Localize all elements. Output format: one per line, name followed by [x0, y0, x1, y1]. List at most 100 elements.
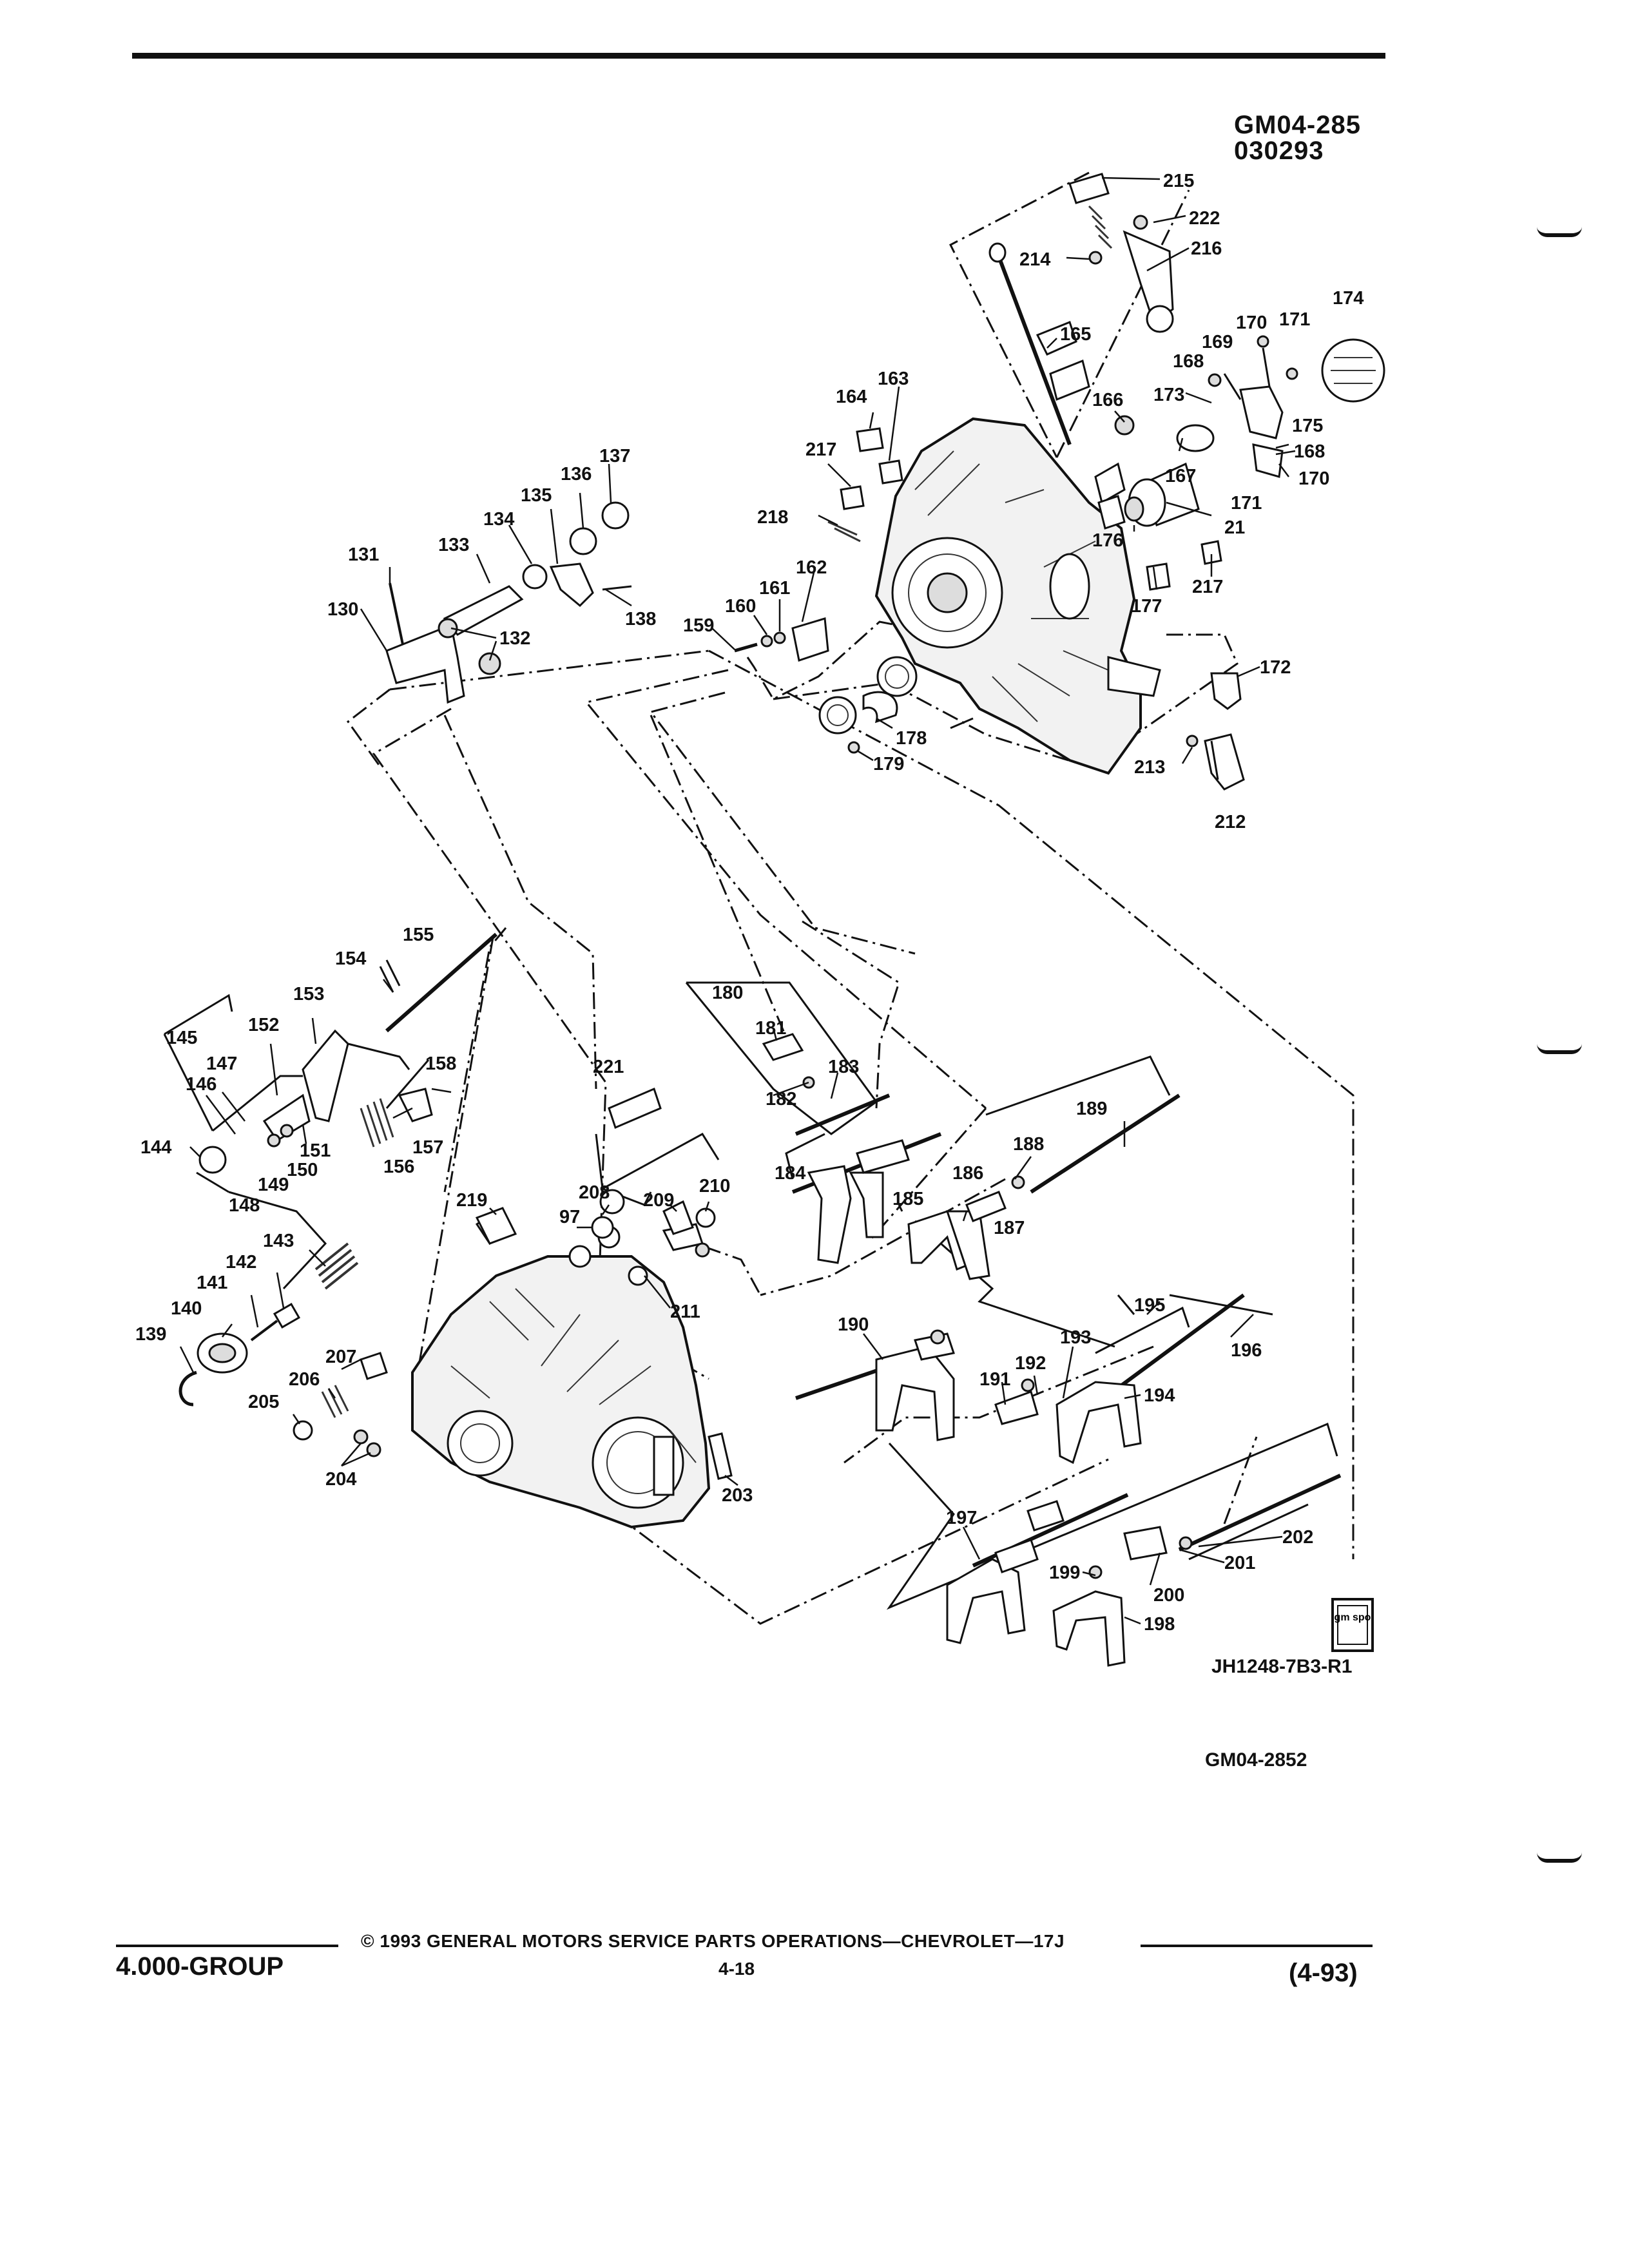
callout-173: 173	[1153, 385, 1184, 405]
detent-spring-group	[178, 1242, 359, 1407]
shift-fork-197	[946, 1493, 1129, 1644]
callout-134: 134	[483, 509, 514, 530]
callout-213: 213	[1134, 757, 1165, 778]
callout-202: 202	[1282, 1527, 1313, 1548]
callout-158: 158	[425, 1053, 456, 1074]
gear-178	[818, 656, 918, 754]
figure-reference: JH1248-7B3-R1	[1211, 1656, 1353, 1677]
footer-rule-right	[1141, 1945, 1373, 1947]
callout-165: 165	[1060, 324, 1091, 345]
callout-199: 199	[1049, 1562, 1080, 1583]
shift-fork-198	[1052, 1474, 1342, 1667]
callout-152: 152	[248, 1015, 279, 1035]
callout-180: 180	[712, 983, 743, 1003]
upper-shift-shaft	[988, 173, 1174, 446]
date-code: 030293	[1234, 137, 1324, 165]
callout-190: 190	[838, 1314, 869, 1335]
bracket-159-162	[734, 617, 829, 662]
callout-168b: 168	[1294, 441, 1325, 462]
callout-205: 205	[248, 1392, 279, 1412]
callout-166: 166	[1092, 390, 1123, 410]
callout-186: 186	[952, 1163, 983, 1184]
callout-156: 156	[383, 1157, 414, 1177]
callout-148: 148	[229, 1195, 260, 1216]
callout-146: 146	[186, 1074, 217, 1095]
callout-192: 192	[1015, 1353, 1046, 1374]
callout-178: 178	[896, 728, 927, 749]
selector-linkage	[198, 932, 497, 1174]
callout-139: 139	[135, 1324, 166, 1345]
callout-150: 150	[287, 1160, 318, 1180]
callout-157: 157	[412, 1137, 443, 1158]
rear-case-housing	[874, 417, 1161, 775]
group-lines	[346, 171, 1354, 1625]
callout-208: 208	[579, 1182, 610, 1203]
callout-140: 140	[171, 1298, 202, 1319]
shift-fork-185	[907, 1093, 1181, 1280]
callout-130: 130	[327, 599, 358, 620]
callout-153: 153	[293, 984, 324, 1004]
callout-144: 144	[140, 1137, 171, 1158]
callout-221: 221	[593, 1057, 624, 1077]
callout-214: 214	[1019, 249, 1050, 270]
callout-147: 147	[206, 1053, 237, 1074]
sensor-172	[1186, 672, 1245, 791]
callout-215: 215	[1163, 171, 1194, 191]
logo-text: gm spo	[1335, 1612, 1371, 1623]
footer-copyright: © 1993 GENERAL MOTORS SERVICE PARTS OPER…	[361, 1931, 1065, 1951]
shift-fork-190	[795, 1329, 955, 1441]
callout-216: 216	[1191, 238, 1222, 259]
callout-172: 172	[1260, 657, 1291, 678]
callout-171a: 171	[1279, 309, 1310, 330]
interlock-180	[608, 1033, 891, 1136]
callout-204: 204	[325, 1469, 356, 1490]
callout-203: 203	[722, 1485, 753, 1506]
footer-revision: (4-93)	[1289, 1959, 1358, 1987]
callout-181: 181	[755, 1018, 786, 1039]
callout-198: 198	[1144, 1614, 1175, 1635]
callout-193: 193	[1060, 1327, 1091, 1348]
callout-21: 21	[1224, 517, 1245, 538]
callout-141: 141	[197, 1273, 227, 1293]
callout-183: 183	[828, 1057, 859, 1077]
callout-131: 131	[348, 544, 379, 565]
callout-188: 188	[1013, 1134, 1044, 1155]
callout-137: 137	[599, 446, 630, 466]
binder-mark-middle	[1537, 1044, 1582, 1054]
callout-194: 194	[1144, 1385, 1175, 1406]
callout-161: 161	[759, 578, 790, 599]
gm-spo-logo: gm spo	[1331, 1598, 1374, 1652]
callout-163: 163	[878, 369, 909, 389]
callout-212: 212	[1215, 812, 1246, 832]
leader-lines	[179, 177, 1296, 1625]
callout-175: 175	[1292, 416, 1323, 436]
footer-group: 4.000-GROUP	[116, 1952, 284, 1981]
footer-rule-left	[116, 1945, 338, 1947]
callout-143: 143	[263, 1231, 294, 1251]
callout-200: 200	[1153, 1585, 1184, 1606]
callout-169: 169	[1202, 332, 1233, 352]
binder-mark-top	[1537, 227, 1582, 237]
callout-217b: 217	[1192, 577, 1223, 597]
callout-136: 136	[561, 464, 592, 485]
callout-155: 155	[403, 925, 434, 945]
callout-160: 160	[725, 596, 756, 617]
callout-201: 201	[1224, 1553, 1255, 1573]
callout-217a: 217	[805, 439, 836, 460]
callout-171b: 171	[1231, 493, 1262, 514]
footer-page-number: 4-18	[718, 1959, 755, 1979]
shift-fork-184	[791, 1132, 942, 1264]
callout-138: 138	[625, 609, 656, 629]
callout-159: 159	[683, 615, 714, 636]
callout-149: 149	[258, 1175, 289, 1195]
callout-162: 162	[796, 557, 827, 578]
part-callouts: 215 222 214 216 174 170 171 169 168 165 …	[135, 171, 1364, 1635]
callout-210: 210	[699, 1176, 730, 1196]
callout-196: 196	[1231, 1340, 1262, 1361]
figure-number: GM04-2852	[1205, 1749, 1307, 1771]
callout-170a: 170	[1236, 312, 1267, 333]
callout-179: 179	[873, 754, 904, 774]
shift-linkage-130	[385, 501, 632, 704]
